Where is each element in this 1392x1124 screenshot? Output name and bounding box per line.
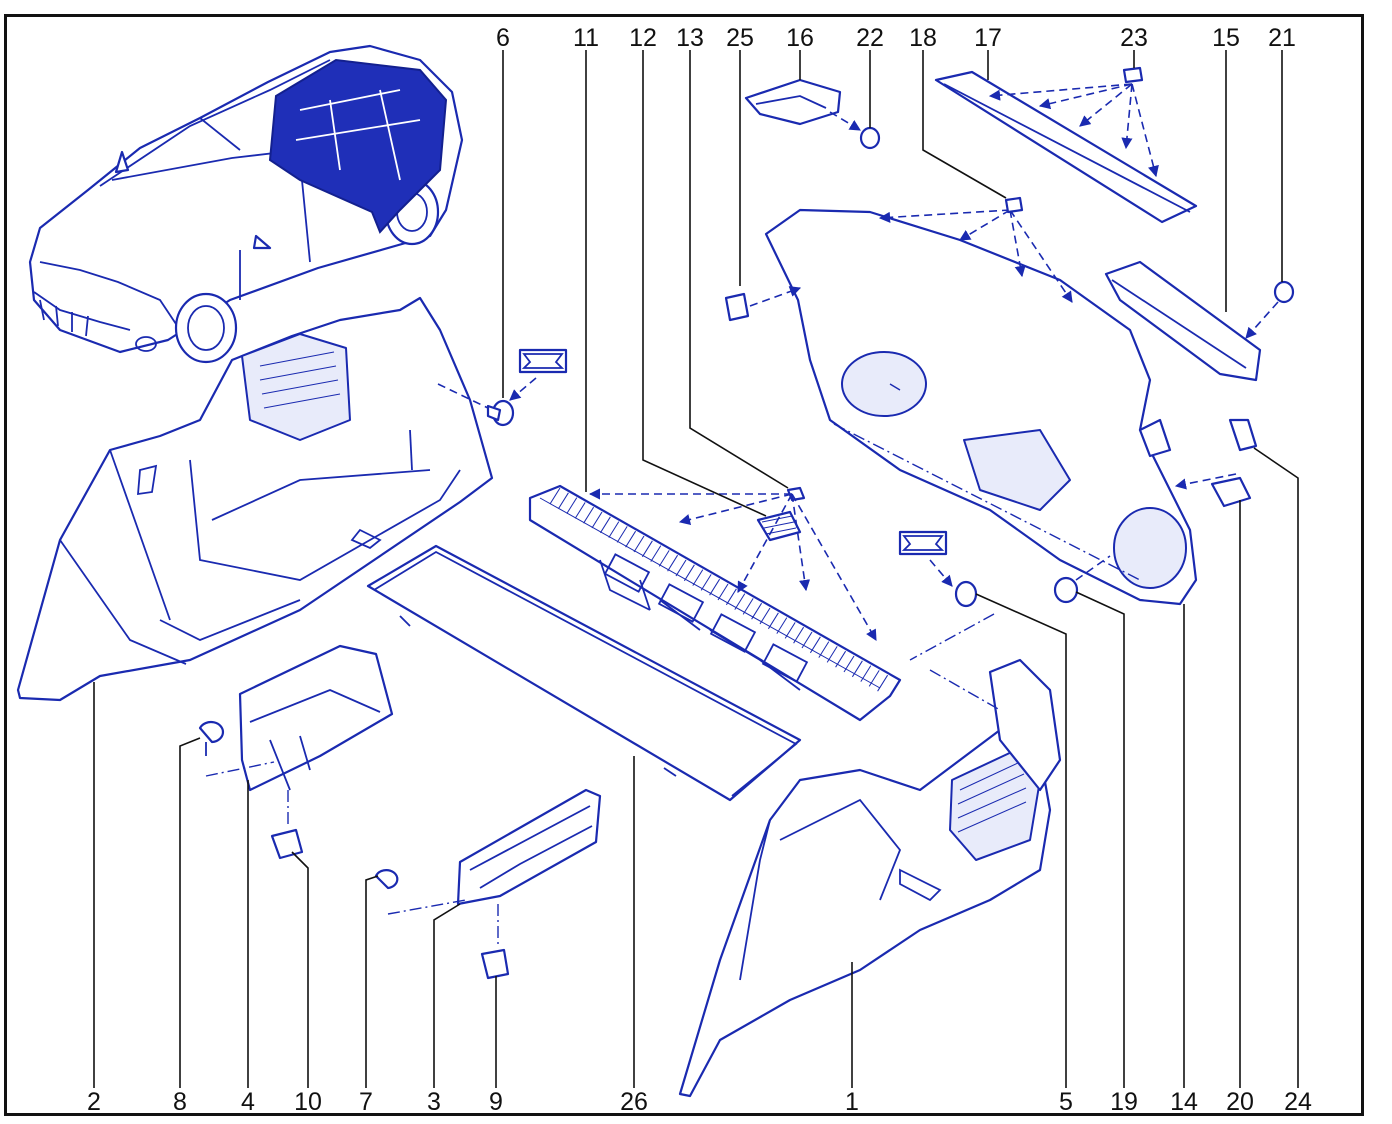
- callout-17: 17: [974, 24, 1002, 52]
- callout-3: 3: [427, 1088, 441, 1116]
- callout-14: 14: [1170, 1088, 1198, 1116]
- callout-26: 26: [620, 1088, 648, 1116]
- callout-13: 13: [676, 24, 704, 52]
- callout-23: 23: [1120, 24, 1148, 52]
- callout-9: 9: [489, 1088, 503, 1116]
- vehicle-overview: [28, 44, 464, 364]
- strip-17: [934, 66, 1198, 224]
- left-quarter-trim-panel: [16, 296, 494, 702]
- callout-21: 21: [1268, 24, 1296, 52]
- bracket-4: [198, 644, 394, 792]
- callout-16: 16: [786, 24, 814, 52]
- callout-22: 22: [856, 24, 884, 52]
- callout-2: 2: [87, 1088, 101, 1116]
- floor-board-26: [366, 544, 802, 802]
- callout-7: 7: [359, 1088, 373, 1116]
- callout-5: 5: [1059, 1088, 1073, 1116]
- bracket-3: [374, 788, 602, 915]
- callout-6: 6: [496, 24, 510, 52]
- callout-12: 12: [629, 24, 657, 52]
- sill-trim-11: [528, 484, 902, 722]
- callout-24: 24: [1284, 1088, 1312, 1116]
- callout-1: 1: [845, 1088, 859, 1116]
- rear-panel-14: [724, 196, 1198, 606]
- handle-16: [744, 78, 881, 150]
- callout-15: 15: [1212, 24, 1240, 52]
- callout-25: 25: [726, 24, 754, 52]
- right-quarter-trim-panel: [678, 658, 1062, 1098]
- clip-6: [437, 348, 568, 427]
- callout-19: 19: [1110, 1088, 1138, 1116]
- callout-18: 18: [909, 24, 937, 52]
- callout-11: 11: [573, 24, 599, 52]
- clip-13-arrows: [588, 486, 877, 641]
- trim-15: [1104, 260, 1295, 382]
- leader-lines: [93, 50, 1299, 1088]
- callout-4: 4: [241, 1088, 255, 1116]
- diagram-frame: [4, 14, 1364, 1116]
- callout-10: 10: [294, 1088, 322, 1116]
- clip-5: [898, 530, 1001, 711]
- clip-20: [1174, 473, 1252, 508]
- callout-20: 20: [1226, 1088, 1254, 1116]
- clip-19: [1053, 555, 1111, 604]
- clip-10: [270, 790, 304, 860]
- clip-9: [480, 904, 510, 980]
- cover-24: [1228, 418, 1258, 452]
- callout-8: 8: [173, 1088, 187, 1116]
